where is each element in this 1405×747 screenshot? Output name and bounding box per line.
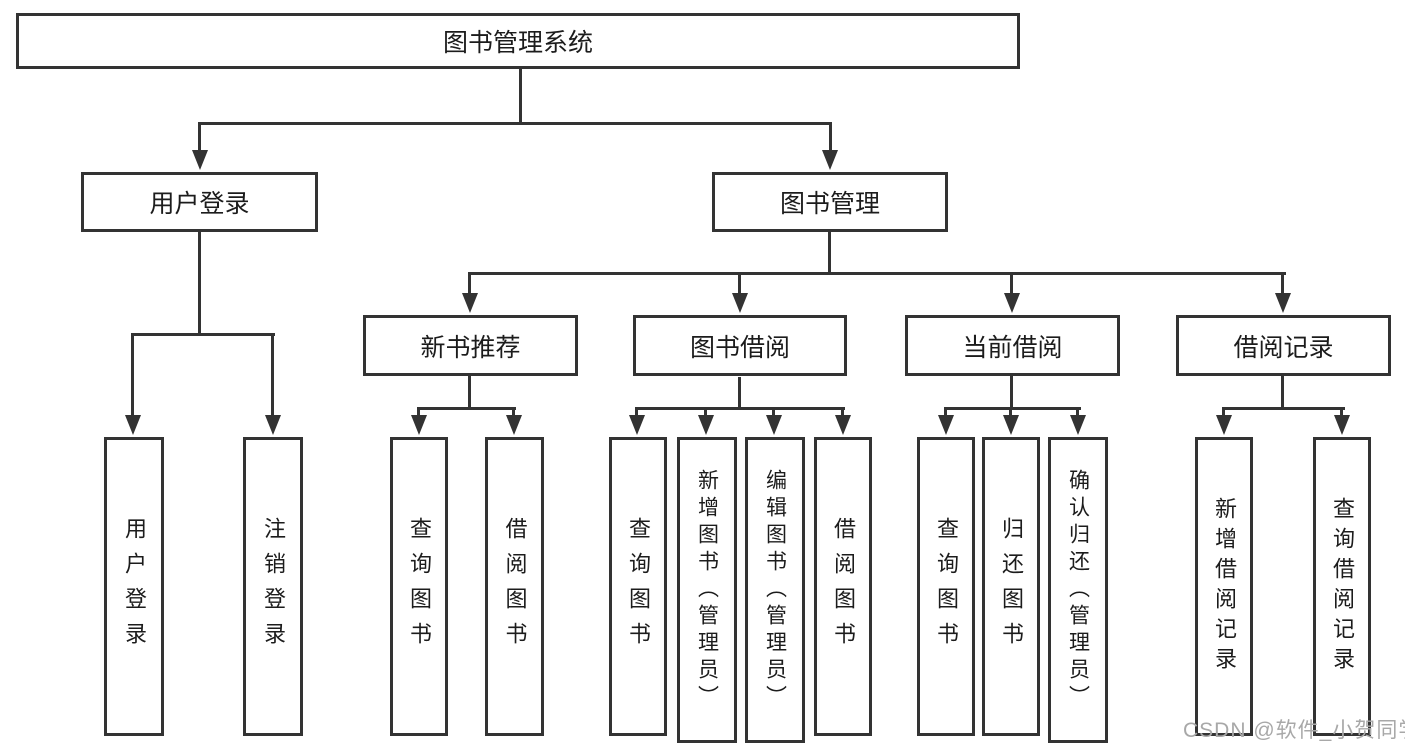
- connector-line: [1010, 376, 1013, 410]
- node-borrow-records: 借阅记录: [1176, 315, 1391, 376]
- connector-line: [1222, 407, 1345, 410]
- arrow-down-icon: [125, 415, 141, 435]
- connector-line: [468, 272, 471, 295]
- leaf-confirm-return-admin: 确认归还（管理员）: [1048, 437, 1108, 743]
- arrow-down-icon: [698, 415, 714, 435]
- arrow-down-icon: [1003, 415, 1019, 435]
- connector-line: [829, 122, 832, 152]
- node-borrow-records-label: 借阅记录: [1233, 333, 1334, 362]
- leaf-query-book-3: 查询图书: [917, 437, 975, 736]
- leaf-borrow-book-2: 借阅图书: [814, 437, 872, 736]
- arrow-down-icon: [1334, 415, 1350, 435]
- connector-line: [198, 122, 832, 125]
- leaf-borrow-book-1-label: 借阅图书: [502, 516, 528, 657]
- node-current-borrow-label: 当前借阅: [962, 333, 1063, 362]
- leaf-user-login-label: 用户登录: [122, 516, 147, 657]
- connector-line: [512, 407, 515, 417]
- leaf-add-book-admin-label: 新增图书（管理员）: [695, 468, 719, 712]
- arrow-down-icon: [1216, 415, 1232, 435]
- arrow-down-icon: [629, 415, 645, 435]
- connector-line: [519, 68, 522, 124]
- node-book-borrow: 图书借阅: [633, 315, 847, 376]
- arrow-down-icon: [506, 415, 522, 435]
- connector-line: [944, 407, 1081, 410]
- connector-line: [738, 377, 741, 410]
- arrow-down-icon: [192, 150, 208, 170]
- connector-line: [1010, 272, 1013, 295]
- leaf-return-book-label: 归还图书: [999, 516, 1024, 657]
- leaf-query-book-1: 查询图书: [390, 437, 448, 736]
- node-user-login: 用户登录: [81, 172, 318, 232]
- connector-line: [1222, 407, 1225, 417]
- leaf-add-book-admin: 新增图书（管理员）: [677, 437, 737, 743]
- node-book-mgmt: 图书管理: [712, 172, 948, 232]
- node-new-book-rec: 新书推荐: [363, 315, 578, 376]
- leaf-logout: 注销登录: [243, 437, 303, 736]
- leaf-return-book: 归还图书: [982, 437, 1040, 736]
- leaf-add-borrow-record-label: 新增借阅记录: [1212, 496, 1237, 677]
- leaf-add-borrow-record: 新增借阅记录: [1195, 437, 1253, 736]
- node-book-borrow-label: 图书借阅: [689, 333, 790, 362]
- node-new-book-rec-label: 新书推荐: [420, 333, 521, 362]
- connector-line: [131, 333, 134, 417]
- leaf-query-book-2-label: 查询图书: [626, 516, 651, 657]
- leaf-query-book-1-label: 查询图书: [407, 516, 432, 657]
- arrow-down-icon: [732, 293, 748, 313]
- arrow-down-icon: [1275, 293, 1291, 313]
- connector-line: [417, 407, 516, 410]
- leaf-query-book-3-label: 查询图书: [934, 516, 959, 657]
- connector-line: [772, 407, 775, 417]
- leaf-query-borrow-record-label: 查询借阅记录: [1330, 496, 1355, 677]
- node-current-borrow: 当前借阅: [905, 315, 1120, 376]
- connector-line: [738, 272, 741, 295]
- connector-line: [1076, 407, 1079, 417]
- leaf-borrow-book-1: 借阅图书: [485, 437, 544, 736]
- arrow-down-icon: [938, 415, 954, 435]
- connector-line: [417, 407, 420, 417]
- connector-line: [468, 376, 471, 410]
- arrow-down-icon: [1070, 415, 1086, 435]
- connector-line: [704, 407, 707, 417]
- leaf-borrow-book-2-label: 借阅图书: [831, 516, 856, 657]
- connector-line: [944, 407, 947, 417]
- connector-line: [841, 407, 844, 417]
- connector-line: [1281, 272, 1284, 295]
- arrow-down-icon: [265, 415, 281, 435]
- node-book-mgmt-label: 图书管理: [779, 190, 880, 218]
- watermark: CSDN @软件_小贺同学: [1183, 719, 1405, 742]
- connector-line: [131, 333, 275, 336]
- arrow-down-icon: [411, 415, 427, 435]
- connector-line: [1009, 407, 1012, 417]
- arrow-down-icon: [462, 293, 478, 313]
- node-user-login-label: 用户登录: [149, 190, 250, 218]
- leaf-confirm-return-admin-label: 确认归还（管理员）: [1066, 468, 1090, 712]
- leaf-user-login: 用户登录: [104, 437, 164, 736]
- leaf-logout-label: 注销登录: [261, 516, 286, 657]
- leaf-edit-book-admin: 编辑图书（管理员）: [745, 437, 805, 743]
- arrow-down-icon: [1004, 293, 1020, 313]
- arrow-down-icon: [822, 150, 838, 170]
- connector-line: [635, 407, 845, 410]
- node-root-label: 图书管理系统: [442, 29, 593, 57]
- arrow-down-icon: [766, 415, 782, 435]
- connector-line: [468, 272, 1286, 275]
- connector-line: [198, 232, 201, 336]
- leaf-edit-book-admin-label: 编辑图书（管理员）: [763, 468, 787, 712]
- connector-line: [271, 333, 274, 417]
- connector-line: [1340, 407, 1343, 417]
- arrow-down-icon: [835, 415, 851, 435]
- leaf-query-borrow-record: 查询借阅记录: [1313, 437, 1371, 736]
- connector-line: [1281, 376, 1284, 410]
- connector-line: [198, 122, 201, 152]
- leaf-query-book-2: 查询图书: [609, 437, 667, 736]
- node-root: 图书管理系统: [16, 13, 1020, 69]
- connector-line: [635, 407, 638, 417]
- connector-line: [828, 232, 831, 275]
